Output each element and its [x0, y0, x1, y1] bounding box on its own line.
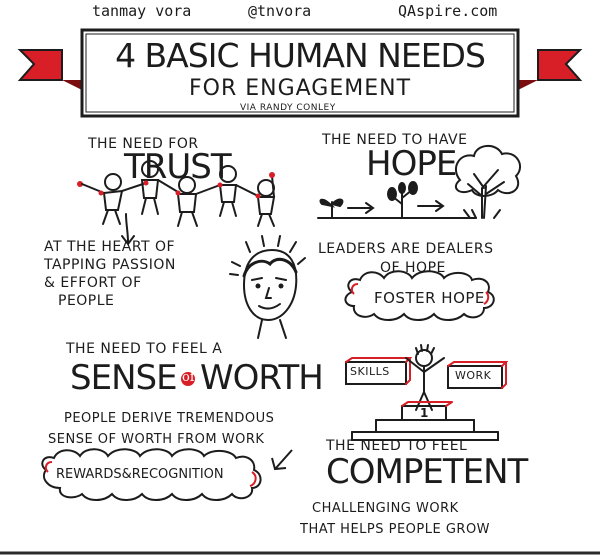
- worth-heading-worth: WORTH: [200, 358, 324, 398]
- hope-heading-small: THE NEED TO HAVE: [322, 132, 468, 148]
- worth-body-line: PEOPLE DERIVE TREMENDOUS: [64, 411, 275, 426]
- hope-heading: HOPE: [366, 144, 457, 184]
- banner-ribbon: [17, 28, 583, 118]
- foster-hope-cloud: [344, 270, 495, 321]
- hope-body-line: OF HOPE: [380, 260, 446, 276]
- worth-heading-small: THE NEED TO FEEL A: [66, 341, 223, 357]
- trust-body-line: AT THE HEART OF: [44, 239, 176, 255]
- competent-body: CHALLENGING WORK THAT HELPS PEOPLE GROW: [300, 498, 490, 540]
- banner-title: 4 BASIC HUMAN NEEDS: [115, 36, 486, 75]
- people-holding-hands-icon: [77, 160, 276, 246]
- podium-number: 1: [420, 406, 429, 420]
- trust-body-line: PEOPLE: [58, 293, 115, 309]
- rewards-recognition-cloud: [41, 448, 262, 501]
- skills-work-podium-icon: [345, 344, 509, 441]
- hope-body: LEADERS ARE DEALERS OF HOPE: [318, 240, 493, 278]
- trust-body-line: TAPPING PASSION: [44, 257, 176, 273]
- hope-body-line: LEADERS ARE DEALERS: [318, 241, 494, 257]
- banner-via: VIA RANDY CONLEY: [240, 103, 336, 113]
- author-credit: tanmay vora: [92, 2, 192, 20]
- worth-heading-dot: [181, 372, 195, 386]
- trust-body-line: & EFFORT OF: [44, 275, 142, 291]
- handle-credit: @tnvora: [248, 2, 312, 20]
- skills-label: SKILLS: [350, 365, 390, 378]
- competent-body-line: CHALLENGING WORK: [312, 501, 459, 516]
- worth-body-line: SENSE OF WORTH FROM WORK: [48, 432, 265, 447]
- foster-hope-label: FOSTER HOPE: [374, 289, 485, 307]
- worth-heading-sense: SENSE: [70, 358, 178, 398]
- pointer-arrow-icon: [271, 449, 293, 471]
- site-credit: QAspire.com: [398, 2, 498, 20]
- work-label: WORK: [455, 369, 492, 382]
- worth-body: PEOPLE DERIVE TREMENDOUS SENSE OF WORTH …: [48, 408, 274, 450]
- competent-heading: COMPETENT: [326, 452, 528, 492]
- trust-heading-small: THE NEED FOR: [88, 136, 199, 152]
- smiling-face-icon: [229, 235, 306, 339]
- worth-heading-of: of: [182, 370, 195, 385]
- banner-subtitle: FOR ENGAGEMENT: [188, 76, 412, 101]
- rewards-recognition-label: REWARDS&RECOGNITION: [56, 467, 224, 482]
- trust-heading: TRUST: [124, 147, 232, 187]
- competent-heading-small: THE NEED TO FEEL: [326, 438, 468, 454]
- growing-tree-icon: [317, 145, 521, 219]
- competent-body-line: THAT HELPS PEOPLE GROW: [300, 522, 491, 537]
- trust-body: AT THE HEART OF TAPPING PASSION & EFFORT…: [44, 238, 176, 310]
